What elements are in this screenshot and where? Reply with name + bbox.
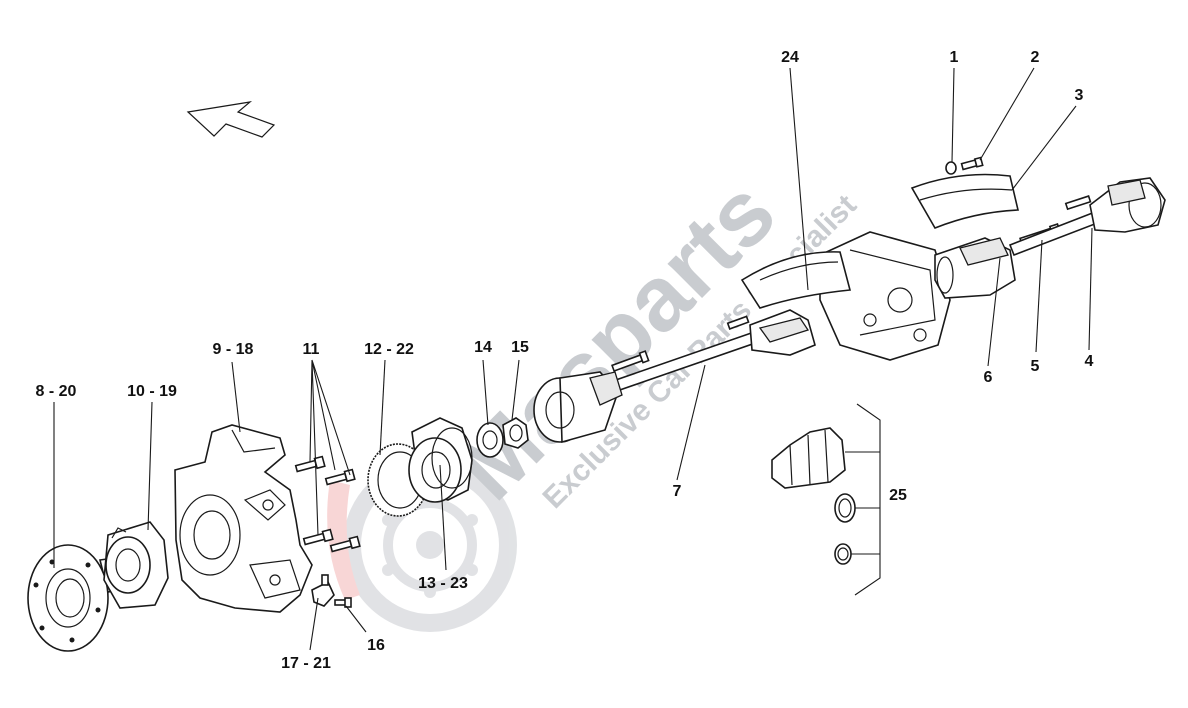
callout-25: 25 [889, 487, 907, 504]
callout-6: 6 [984, 369, 993, 386]
callout-14: 14 [474, 339, 492, 356]
callout-5: 5 [1031, 358, 1040, 375]
callout-17-21: 17 - 21 [281, 655, 331, 672]
part-axle-nut [502, 417, 529, 449]
callout-3: 3 [1075, 87, 1084, 104]
arrow-up-left-icon [186, 101, 276, 138]
part-small-washer [945, 161, 957, 175]
part-heat-shield-outer [910, 173, 1019, 230]
callout-7: 7 [673, 483, 682, 500]
callout-2: 2 [1031, 49, 1040, 66]
part-inner-cv-joint [934, 237, 1016, 299]
part-sensor-screw [334, 597, 352, 608]
part-drive-shaft [533, 309, 816, 444]
part-differential-housing [819, 231, 951, 361]
callout-8-20: 8 - 20 [36, 383, 77, 400]
leader-lines [53, 67, 1093, 651]
part-small-bolt [960, 156, 984, 171]
part-bolts [294, 455, 361, 553]
callout-1: 1 [950, 49, 959, 66]
part-hub-bearing [408, 417, 473, 503]
callout-11: 11 [303, 341, 320, 358]
callout-12-22: 12 - 22 [364, 341, 414, 358]
callout-15: 15 [511, 339, 529, 356]
part-boot-kit [771, 403, 881, 596]
callout-16: 16 [367, 637, 385, 654]
callout-24: 24 [781, 49, 799, 66]
part-heat-shield-inner [740, 251, 852, 309]
part-washer [476, 422, 504, 458]
callout-10-19: 10 - 19 [127, 383, 177, 400]
part-outer-cv-joint [1008, 177, 1166, 257]
callout-4: 4 [1085, 353, 1094, 370]
part-bearing-housing [103, 521, 169, 609]
callout-9-18: 9 - 18 [213, 341, 254, 358]
part-speed-sensor [311, 574, 335, 607]
callout-labels: 1 2 3 4 5 6 7 8 - 20 9 - 18 10 - 19 11 1… [36, 49, 1094, 672]
callout-13-23: 13 - 23 [418, 575, 468, 592]
part-hub-carrier [174, 424, 313, 613]
